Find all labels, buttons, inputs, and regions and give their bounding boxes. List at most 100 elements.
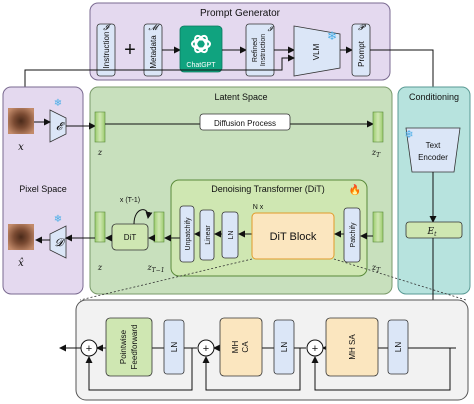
ln-box-3: LN xyxy=(387,319,409,375)
zT1-sub: T−1 xyxy=(152,267,165,274)
refined-symbol: 𝓘 xyxy=(268,25,275,33)
latent-space-title: Latent Space xyxy=(214,92,267,102)
instruction-label: Instruction xyxy=(102,32,111,69)
z-top-label: z xyxy=(97,148,103,157)
unpatchify-box: Unpatchify xyxy=(179,205,195,263)
prompt-generator-title: Prompt Generator xyxy=(200,8,281,19)
dit-title: Denoising Transformer (DiT) xyxy=(211,184,325,194)
svg-text:zT: zT xyxy=(371,148,381,159)
loop-label: x (T-1) xyxy=(120,197,140,204)
latent-zT1 xyxy=(153,211,165,243)
svg-text:LN: LN xyxy=(170,342,179,352)
metadata-symbol: 𝓜 xyxy=(149,23,161,32)
svg-text:Et: Et xyxy=(427,227,438,238)
svg-text:LN: LN xyxy=(394,342,403,352)
dit-mini-box: DiT xyxy=(111,223,149,251)
pointwise-feedforward-box: Pointwise Feedforward xyxy=(105,317,153,377)
metadata-box: Metadata 𝓜 xyxy=(143,23,163,77)
zT-top-sub: T xyxy=(376,152,381,159)
ln-box-1: LN xyxy=(163,319,185,375)
dit-panel: Denoising Transformer (DiT) 🔥 Unpatchify… xyxy=(164,179,373,277)
text-encoder-snowflake-icon: ❄ xyxy=(404,129,413,141)
ca-label-1: MH xyxy=(231,341,240,354)
encoder-symbol: 𝓔 xyxy=(56,120,66,133)
linear-box: Linear xyxy=(199,209,215,261)
dit-block-detail-panel: + + + Pointwise Feedforward LN MH CA LN xyxy=(59,299,469,401)
fire-icon: 🔥 xyxy=(349,183,361,196)
zoom-line-left xyxy=(79,258,253,301)
prompt-generator-panel: Prompt Generator Instruction 𝓘 + Metadat… xyxy=(89,2,391,81)
chatgpt-label: ChatGPT xyxy=(186,62,216,69)
decoder-box: 𝓓 ❄ xyxy=(49,214,67,259)
conditioning-panel: Conditioning Text Encoder ❄ Et xyxy=(397,86,471,295)
residual-add-2: + xyxy=(197,339,215,357)
latent-z-bottom xyxy=(94,211,106,243)
refined-label-2: Instruction xyxy=(260,34,267,66)
svg-text:+: + xyxy=(312,343,318,355)
encoder-box: 𝓔 ❄ xyxy=(49,98,67,143)
zT-bottom-sub: T xyxy=(376,267,381,274)
vlm-box: VLM ❄ xyxy=(293,25,341,77)
svg-text:LN: LN xyxy=(280,342,289,352)
image-to-vlm-arrow xyxy=(24,54,295,87)
zoom-line-right xyxy=(333,258,467,301)
et-sub: t xyxy=(434,231,437,238)
xhat-label: x̂ xyxy=(18,258,24,269)
svg-text:zT−1: zT−1 xyxy=(146,263,164,274)
zT1-label: z xyxy=(146,263,152,272)
svg-text:+: + xyxy=(86,343,92,355)
residual-add-3: + xyxy=(306,339,324,357)
sa-label: MH SA xyxy=(348,334,357,360)
vlm-label: VLM xyxy=(312,43,321,60)
x-label: x xyxy=(18,142,24,153)
latent-zT-bottom xyxy=(372,211,384,243)
et-label: E xyxy=(427,227,435,237)
patchify-label: Patchify xyxy=(350,222,357,247)
patchify-box: Patchify xyxy=(343,207,361,263)
decoder-snowflake-icon: ❄ xyxy=(54,214,62,225)
residual-add-1: + xyxy=(80,339,98,357)
pixel-space-title: Pixel Space xyxy=(19,184,67,194)
refined-label-1: Refined xyxy=(252,38,259,62)
dit-block-label: DiT Block xyxy=(270,231,317,243)
zT-bottom-label: z xyxy=(371,263,377,272)
svg-text:zT: zT xyxy=(371,263,381,274)
ca-label-2: CA xyxy=(241,341,250,353)
text-encoder-label-2: Encoder xyxy=(418,153,448,162)
ffn-label-1: Pointwise xyxy=(119,329,128,364)
nx-label: N x xyxy=(253,204,264,211)
input-image xyxy=(8,108,34,134)
encoder-snowflake-icon: ❄ xyxy=(54,98,62,109)
prompt-label: Prompt xyxy=(357,40,366,67)
embedding-et-box: Et xyxy=(405,221,463,239)
decoder-symbol: 𝓓 xyxy=(55,236,66,249)
ffn-label-2: Feedforward xyxy=(130,325,139,370)
ln-label: LN xyxy=(228,231,235,240)
svg-text:+: + xyxy=(203,343,209,355)
text-encoder-box: Text Encoder ❄ xyxy=(404,127,461,173)
mh-self-attention-box: MH SA xyxy=(325,317,379,377)
diffusion-process-label: Diffusion Process xyxy=(214,119,276,128)
unpatchify-label: Unpatchify xyxy=(185,217,192,251)
text-encoder-label-1: Text xyxy=(426,141,441,150)
prompt-symbol: 𝓟 xyxy=(358,23,366,32)
z-bottom-label: z xyxy=(97,263,103,272)
latent-z-top xyxy=(94,111,106,143)
instruction-symbol: 𝓘 xyxy=(103,23,111,32)
mh-cross-attention-box: MH CA xyxy=(219,317,263,377)
ln-box: LN xyxy=(221,211,239,259)
dit-block-box: DiT Block xyxy=(251,212,335,260)
pixel-space-panel: Pixel Space x 𝓔 ❄ x̂ 𝓓 ❄ xyxy=(2,86,84,295)
linear-label: Linear xyxy=(205,225,212,245)
dit-mini-label: DiT xyxy=(124,233,137,242)
prompt-box: Prompt 𝓟 xyxy=(351,23,371,77)
frozen-snowflake-icon: ❄ xyxy=(327,29,337,43)
ln-box-2: LN xyxy=(273,319,295,375)
latent-zT-top xyxy=(372,111,384,143)
chatgpt-box: ChatGPT xyxy=(179,25,223,73)
dit-loop-arrow xyxy=(133,209,153,225)
zT-top-label: z xyxy=(371,148,377,157)
chatgpt-logo-icon xyxy=(191,34,211,54)
instruction-box: Instruction 𝓘 xyxy=(96,23,116,77)
